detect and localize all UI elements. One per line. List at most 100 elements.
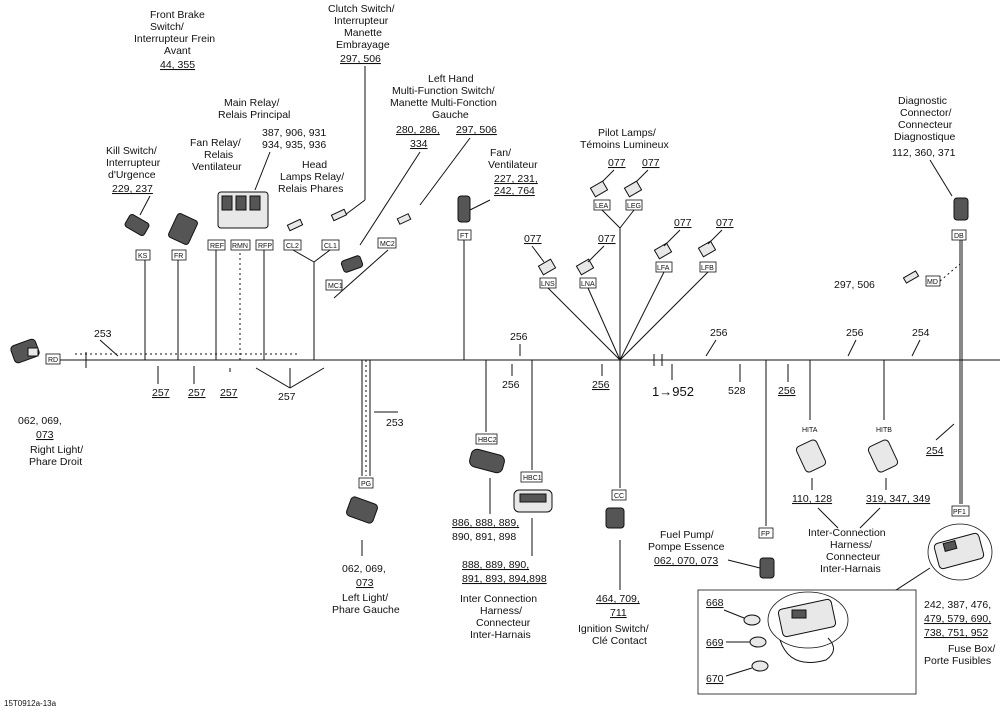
inter-conn-label-3: Connecteur xyxy=(476,617,531,629)
left-hand-label-1: Left Hand xyxy=(428,73,474,85)
fan-relay-label-3: Ventilateur xyxy=(192,161,242,173)
label-1-952: 1→952 xyxy=(652,384,694,399)
fan-ref1: 227, 231, xyxy=(494,173,538,185)
diag-label-2: Connector/ xyxy=(900,107,951,119)
clutch-label-1: Clutch Switch/ xyxy=(328,3,395,15)
main-relay-label-2: Relais Principal xyxy=(218,109,290,121)
hbc2-ref1: 886, 888, 889, xyxy=(452,517,519,529)
kill-switch-connector: KS xyxy=(124,214,151,360)
label-077-d: 077 xyxy=(598,233,616,245)
tag-cl1: CL1 xyxy=(324,243,337,250)
tag-ks: KS xyxy=(138,253,148,260)
left-light-ref2: 073 xyxy=(356,577,374,589)
fuse-box-label-1: Fuse Box/ xyxy=(948,643,995,655)
inter-conn-label-1: Inter Connection xyxy=(460,593,537,605)
tag-hita: HITA xyxy=(802,427,818,434)
hbc1-branch: HBC1 xyxy=(513,360,553,513)
hbc2-ref2: 890, 891, 898 xyxy=(452,531,516,543)
head-lamps-label-2: Lamps Relay/ xyxy=(280,171,344,183)
left-hand-label-2: Multi-Function Switch/ xyxy=(392,85,495,97)
label-257-c: 257 xyxy=(220,387,238,399)
ignition-label-2: Clé Contact xyxy=(592,635,647,647)
label-077-f: 077 xyxy=(716,217,734,229)
front-brake-label-4: Avant xyxy=(164,45,191,57)
label-077-a: 077 xyxy=(608,157,626,169)
inter-conn2-label-3: Connecteur xyxy=(826,551,881,563)
tag-pf1: PF1 xyxy=(953,509,966,516)
tag-rmn: RMN xyxy=(232,243,248,250)
fuel-pump-branch: FP xyxy=(727,360,775,579)
head-lamps-label-3: Relais Phares xyxy=(278,183,343,195)
relay-block xyxy=(217,191,269,229)
tag-rfp: RFP xyxy=(258,243,272,250)
tag-leg: LEG xyxy=(627,203,641,210)
pilot-lamps-label-2: Témoins Lumineux xyxy=(580,139,669,151)
hbc2-branch: HBC2 xyxy=(469,360,505,474)
fuse-ref2: 479, 579, 690, xyxy=(924,613,991,625)
kill-label-2: Interrupteur xyxy=(106,157,161,169)
label-669: 669 xyxy=(706,637,724,649)
tag-hbc1: HBC1 xyxy=(523,475,542,482)
right-light-ref1: 062, 069, xyxy=(18,415,62,427)
diag-ref: 112, 360, 371 xyxy=(892,147,956,159)
tag-fp: FP xyxy=(761,531,770,538)
inter-conn-label-2: Harness/ xyxy=(480,605,522,617)
label-528: 528 xyxy=(728,385,746,397)
ign-ref2: 711 xyxy=(610,607,627,619)
hitb-ref: 319, 347, 349 xyxy=(866,493,930,505)
label-256-a: 256 xyxy=(510,331,528,343)
left-hand-label-3: Manette Multi-Fonction xyxy=(390,97,497,109)
hitb-branch: HITB xyxy=(867,360,899,490)
front-brake-label-2: Switch/ xyxy=(150,21,184,33)
multifunction-connectors: MC1 MC2 xyxy=(325,213,412,299)
diag-branch: DB MD PF1 xyxy=(902,197,970,517)
label-256-f: 256 xyxy=(846,327,864,339)
clutch-label-3: Manette xyxy=(344,27,382,39)
label-257-d: 257 xyxy=(278,391,296,403)
left-hand-label-4: Gauche xyxy=(432,109,469,121)
tag-lfa: LFA xyxy=(657,265,670,272)
tag-pg: PG xyxy=(361,481,371,488)
front-brake-label-3: Interrupteur Frein xyxy=(134,33,215,45)
main-harness xyxy=(60,352,1000,368)
front-brake-connector: FR xyxy=(168,213,198,360)
head-lamps-label-1: Head xyxy=(302,159,327,171)
label-254-b: 254 xyxy=(926,445,944,457)
label-077-b: 077 xyxy=(642,157,660,169)
label-256-c: 256 xyxy=(592,379,610,391)
kill-label-3: d'Urgence xyxy=(108,169,156,181)
tag-lfb: LFB xyxy=(701,265,714,272)
tag-ref: REF xyxy=(210,243,224,250)
inter-conn2-label-4: Inter-Harnais xyxy=(820,563,881,575)
fuel-pump-label-1: Fuel Pump/ xyxy=(660,529,714,541)
main-relay-ref1: 387, 906, 931 xyxy=(262,127,326,139)
hita-branch: HITA xyxy=(795,360,827,490)
hbc1-ref1: 888, 889, 890, xyxy=(462,559,529,571)
left-hand-ref1b: 334 xyxy=(410,138,428,150)
left-light-label-2: Phare Gauche xyxy=(332,604,400,616)
right-light-connector: RD xyxy=(10,338,61,365)
right-light-label-1: Right Light/ xyxy=(30,444,83,456)
right-light-ref2: 073 xyxy=(36,429,54,441)
label-253-left: 253 xyxy=(94,328,112,340)
fan-label-1: Fan/ xyxy=(490,147,511,159)
tag-mc1: MC1 xyxy=(328,283,343,290)
hita-ref: 110, 128 xyxy=(792,493,832,505)
tag-hitb: HITB xyxy=(876,427,892,434)
label-253-b: 253 xyxy=(386,417,404,429)
hbc1-ref2: 891, 893, 894,898 xyxy=(462,573,547,585)
fan-relay-label-2: Relais xyxy=(204,149,233,161)
right-light-label-2: Phare Droit xyxy=(29,456,82,468)
label-256-e: 256 xyxy=(778,385,796,397)
tag-cl2: CL2 xyxy=(286,243,299,250)
tag-md: MD xyxy=(927,279,938,286)
pilot-lamps-label-1: Pilot Lamps/ xyxy=(598,127,656,139)
fuse-box xyxy=(849,523,993,621)
inter-conn2-label-1: Inter-Connection xyxy=(808,527,886,539)
clutch-ref: 297, 506 xyxy=(340,53,381,65)
diag-label-4: Diagnostique xyxy=(894,131,955,143)
label-257-a: 257 xyxy=(152,387,170,399)
tag-hbc2: HBC2 xyxy=(478,437,497,444)
label-077-c: 077 xyxy=(524,233,542,245)
